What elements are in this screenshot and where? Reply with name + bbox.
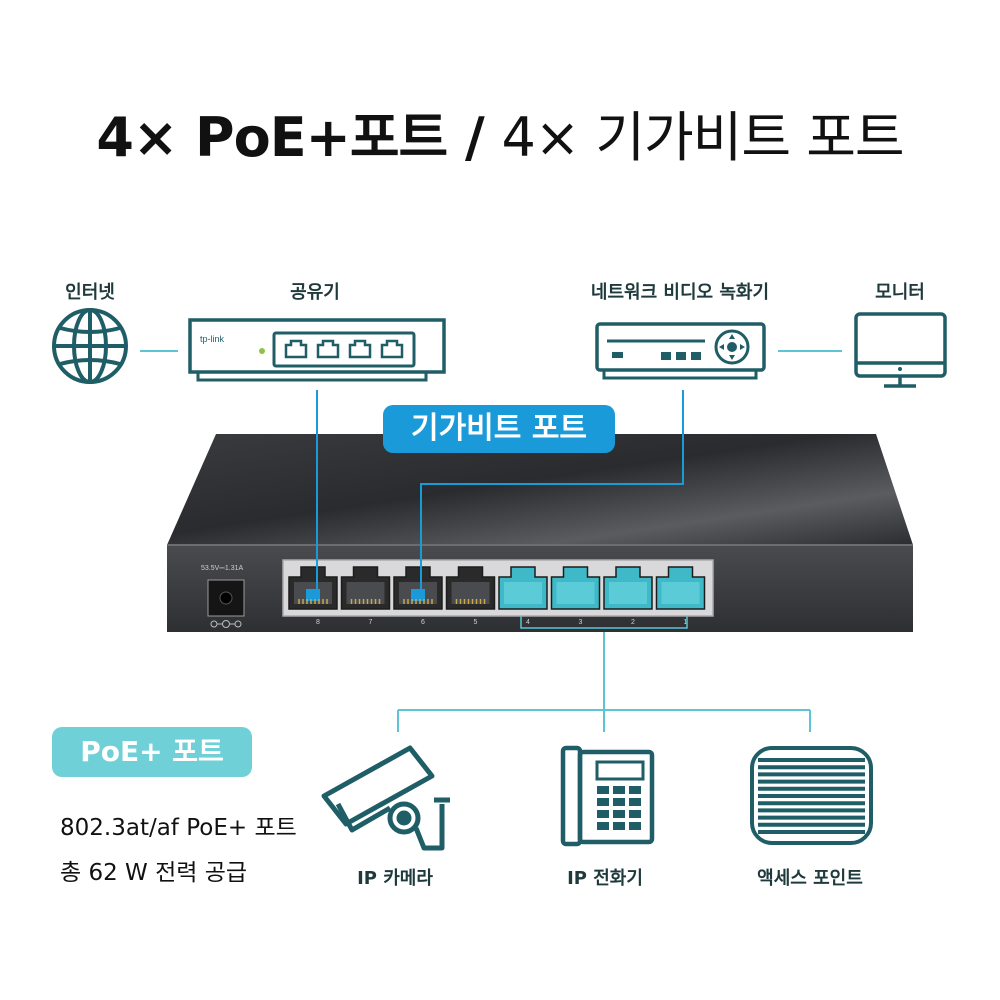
phone-keypad [597,786,641,830]
access-point-icon [750,746,873,845]
phone-key [629,786,641,794]
poe-port [550,566,601,610]
phone-key [597,810,609,818]
gigabit-lines [316,390,684,598]
gigabit-port [393,566,443,610]
port-number-label: 1 [684,619,688,626]
phone-key [597,798,609,806]
power-rating-label: 53.5V⎓1.31A [201,565,244,572]
poe-port [655,566,706,610]
feature-poe-standard: 802.3at/af PoE+ 포트 [60,815,297,841]
feature-power-budget: 총 62 W 전력 공급 [60,860,248,886]
title-regular: 4× 기가비트 포트 [501,106,905,169]
router-icon: tp-link [188,318,446,382]
label-router: 공유기 [290,282,340,303]
phone-key [629,798,641,806]
port-number-label: 6 [421,619,425,626]
port-number-label: 8 [316,619,320,626]
phone-key [629,810,641,818]
phone-key [597,822,609,830]
page-title: 4× PoE+포트 / 4× 기가비트 포트 [0,106,1000,170]
phone-key [629,822,641,830]
label-nvr: 네트워크 비디오 녹화기 [590,282,770,303]
gigabit-port-badge: 기가비트 포트 [383,405,615,453]
connected-cable-plug [411,589,425,601]
globe-icon [52,308,128,384]
poe-port [498,566,548,610]
phone-key [613,810,625,818]
phone-key [597,786,609,794]
port-number-label: 4 [526,619,530,626]
phone-key [613,786,625,794]
port-number-label: 3 [579,619,583,626]
router-brand-label: tp-link [200,334,225,344]
connection-lines [140,350,842,732]
line-nvr-port6 [420,390,684,598]
poe-switch: 53.5V⎓1.31A 8 7 6 5 4 3 2 1 [167,434,913,632]
port-number-label: 2 [631,619,635,626]
title-bold: 4× PoE+포트 / [96,106,502,169]
label-internet: 인터넷 [65,282,115,303]
monitor-power-dot [898,367,902,371]
phone-key [613,822,625,830]
phone-key [613,798,625,806]
port-number-label: 7 [369,619,373,626]
nvr-icon [595,322,766,380]
label-ip-camera: IP 카메라 [357,868,433,889]
port-number-label: 5 [474,619,478,626]
camera-icon [321,745,450,851]
label-access-point: 액세스 포인트 [757,868,863,889]
label-monitor: 모니터 [875,282,925,303]
gigabit-port [445,566,496,610]
label-ip-phone: IP 전화기 [567,868,643,889]
poe-port [603,566,653,610]
monitor-icon [854,312,947,388]
gigabit-port [288,566,338,610]
phone-icon [560,745,655,847]
gigabit-port [340,566,391,610]
poe-port-badge: PoE+ 포트 [52,727,252,777]
polarity-icon [210,620,242,628]
